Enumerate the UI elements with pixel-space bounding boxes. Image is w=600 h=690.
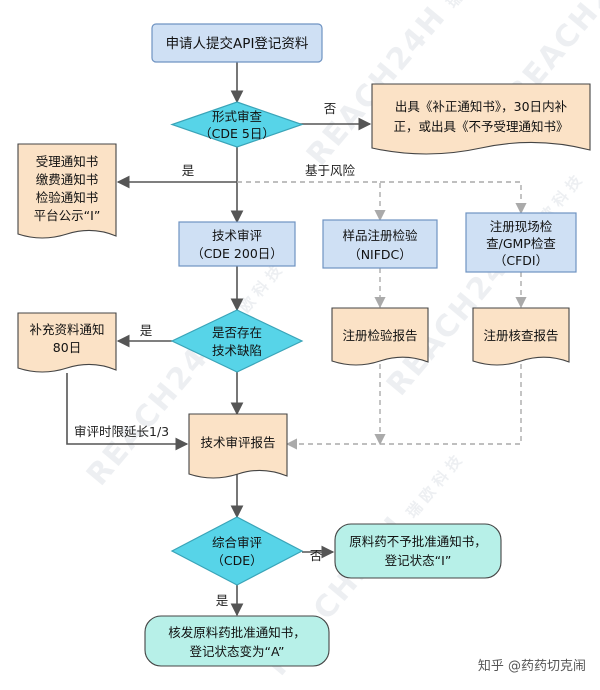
- solid-connectors: [66, 62, 372, 617]
- formal-reject-line2: 正，或出具《不予受理通知书》: [393, 119, 568, 134]
- formal-reject-line1: 出具《补正通知书》，30日内补: [395, 99, 568, 114]
- tech-review-line2: （CDE 200日）: [191, 246, 283, 261]
- sample-test-line2: （NIFDC）: [348, 247, 412, 262]
- final-reject-node: 原料药不予批准通知书， 登记状态“I”: [334, 523, 502, 579]
- supplement-line2: 80日: [53, 340, 81, 355]
- final-review-line2: （CDE）: [211, 553, 262, 568]
- apply-text: 申请人提交API登记资料: [166, 35, 309, 52]
- inspect-report-text: 注册核查报告: [483, 328, 558, 343]
- defect-line1: 是否存在: [212, 325, 262, 340]
- supplement-line1: 补充资料通知: [29, 322, 104, 337]
- tech-report-doc: 技术审评报告: [188, 413, 288, 479]
- tech-report-text: 技术审评报告: [200, 435, 275, 450]
- approve-node: 核发原料药批准通知书， 登记状态变为“A”: [144, 615, 330, 667]
- apply-node: 申请人提交API登记资料: [151, 23, 323, 63]
- approve-line1: 核发原料药批准通知书，: [168, 625, 306, 640]
- label-risk-based: 基于风险: [305, 163, 356, 178]
- defect-line2: 技术缺陷: [212, 343, 262, 358]
- edge-labels: 否 是 基于风险 是 审评时限延长1/3 否 是: [74, 101, 355, 608]
- label-no-final: 否: [310, 548, 323, 563]
- dashed-to-sample-test: [237, 181, 386, 222]
- label-extend: 审评时限延长1/3: [74, 424, 169, 439]
- supplement-doc: 补充资料通知 80日: [17, 312, 117, 373]
- site-inspect-line1: 注册现场检: [490, 219, 553, 234]
- formal-reject-doc: 出具《补正通知书》，30日内补 正，或出具《不予受理通知书》: [371, 83, 591, 155]
- dashed-inspectreport-to-techreport: [285, 364, 522, 450]
- dashed-connectors: [237, 181, 527, 450]
- accept-line4: 平台公示“I”: [34, 208, 101, 223]
- test-report-text: 注册检验报告: [342, 328, 417, 343]
- test-report-doc: 注册检验报告: [331, 307, 429, 366]
- approve-line2: 登记状态变为“A”: [190, 644, 285, 659]
- final-reject-line1: 原料药不予批准通知书，: [349, 534, 487, 549]
- label-no-formal: 否: [324, 101, 337, 116]
- final-review-line1: 综合审评: [212, 535, 262, 550]
- accept-notices-doc: 受理通知书 缴费通知书 检验通知书 平台公示“I”: [17, 143, 117, 239]
- label-yes-accept: 是: [182, 163, 195, 178]
- final-review-diamond: 综合审评 （CDE）: [170, 516, 304, 586]
- label-yes-defect: 是: [140, 323, 153, 338]
- defect-decision-diamond: 是否存在 技术缺陷: [170, 309, 304, 373]
- site-inspect-line2: 查/GMP检查: [486, 236, 556, 251]
- tech-review-node: 技术审评 （CDE 200日）: [178, 221, 296, 267]
- footer-credit: 知乎 @药药切克闹: [477, 659, 586, 674]
- tech-review-line1: 技术审评: [212, 228, 262, 243]
- sample-test-node: 样品注册检验 （NIFDC）: [322, 219, 438, 269]
- dashed-to-site-inspect: [380, 181, 527, 215]
- accept-line2: 缴费通知书: [36, 172, 99, 187]
- final-reject-line2: 登记状态“I”: [385, 553, 452, 568]
- sample-test-line1: 样品注册检验: [342, 228, 418, 243]
- inspect-report-doc: 注册核查报告: [472, 307, 570, 366]
- label-yes-approve: 是: [216, 593, 229, 608]
- accept-line1: 受理通知书: [36, 154, 99, 169]
- arrow-supplement-to-techreport: [66, 373, 189, 451]
- formal-review-line2: （CDE 5日）: [199, 126, 275, 141]
- accept-line3: 检验通知书: [36, 190, 99, 205]
- site-inspect-node: 注册现场检 查/GMP检查 （CFDI）: [465, 212, 577, 273]
- formal-review-line1: 形式审查: [212, 109, 263, 124]
- site-inspect-line3: （CFDI）: [494, 253, 548, 268]
- formal-review-diamond: 形式审查 （CDE 5日）: [170, 101, 304, 148]
